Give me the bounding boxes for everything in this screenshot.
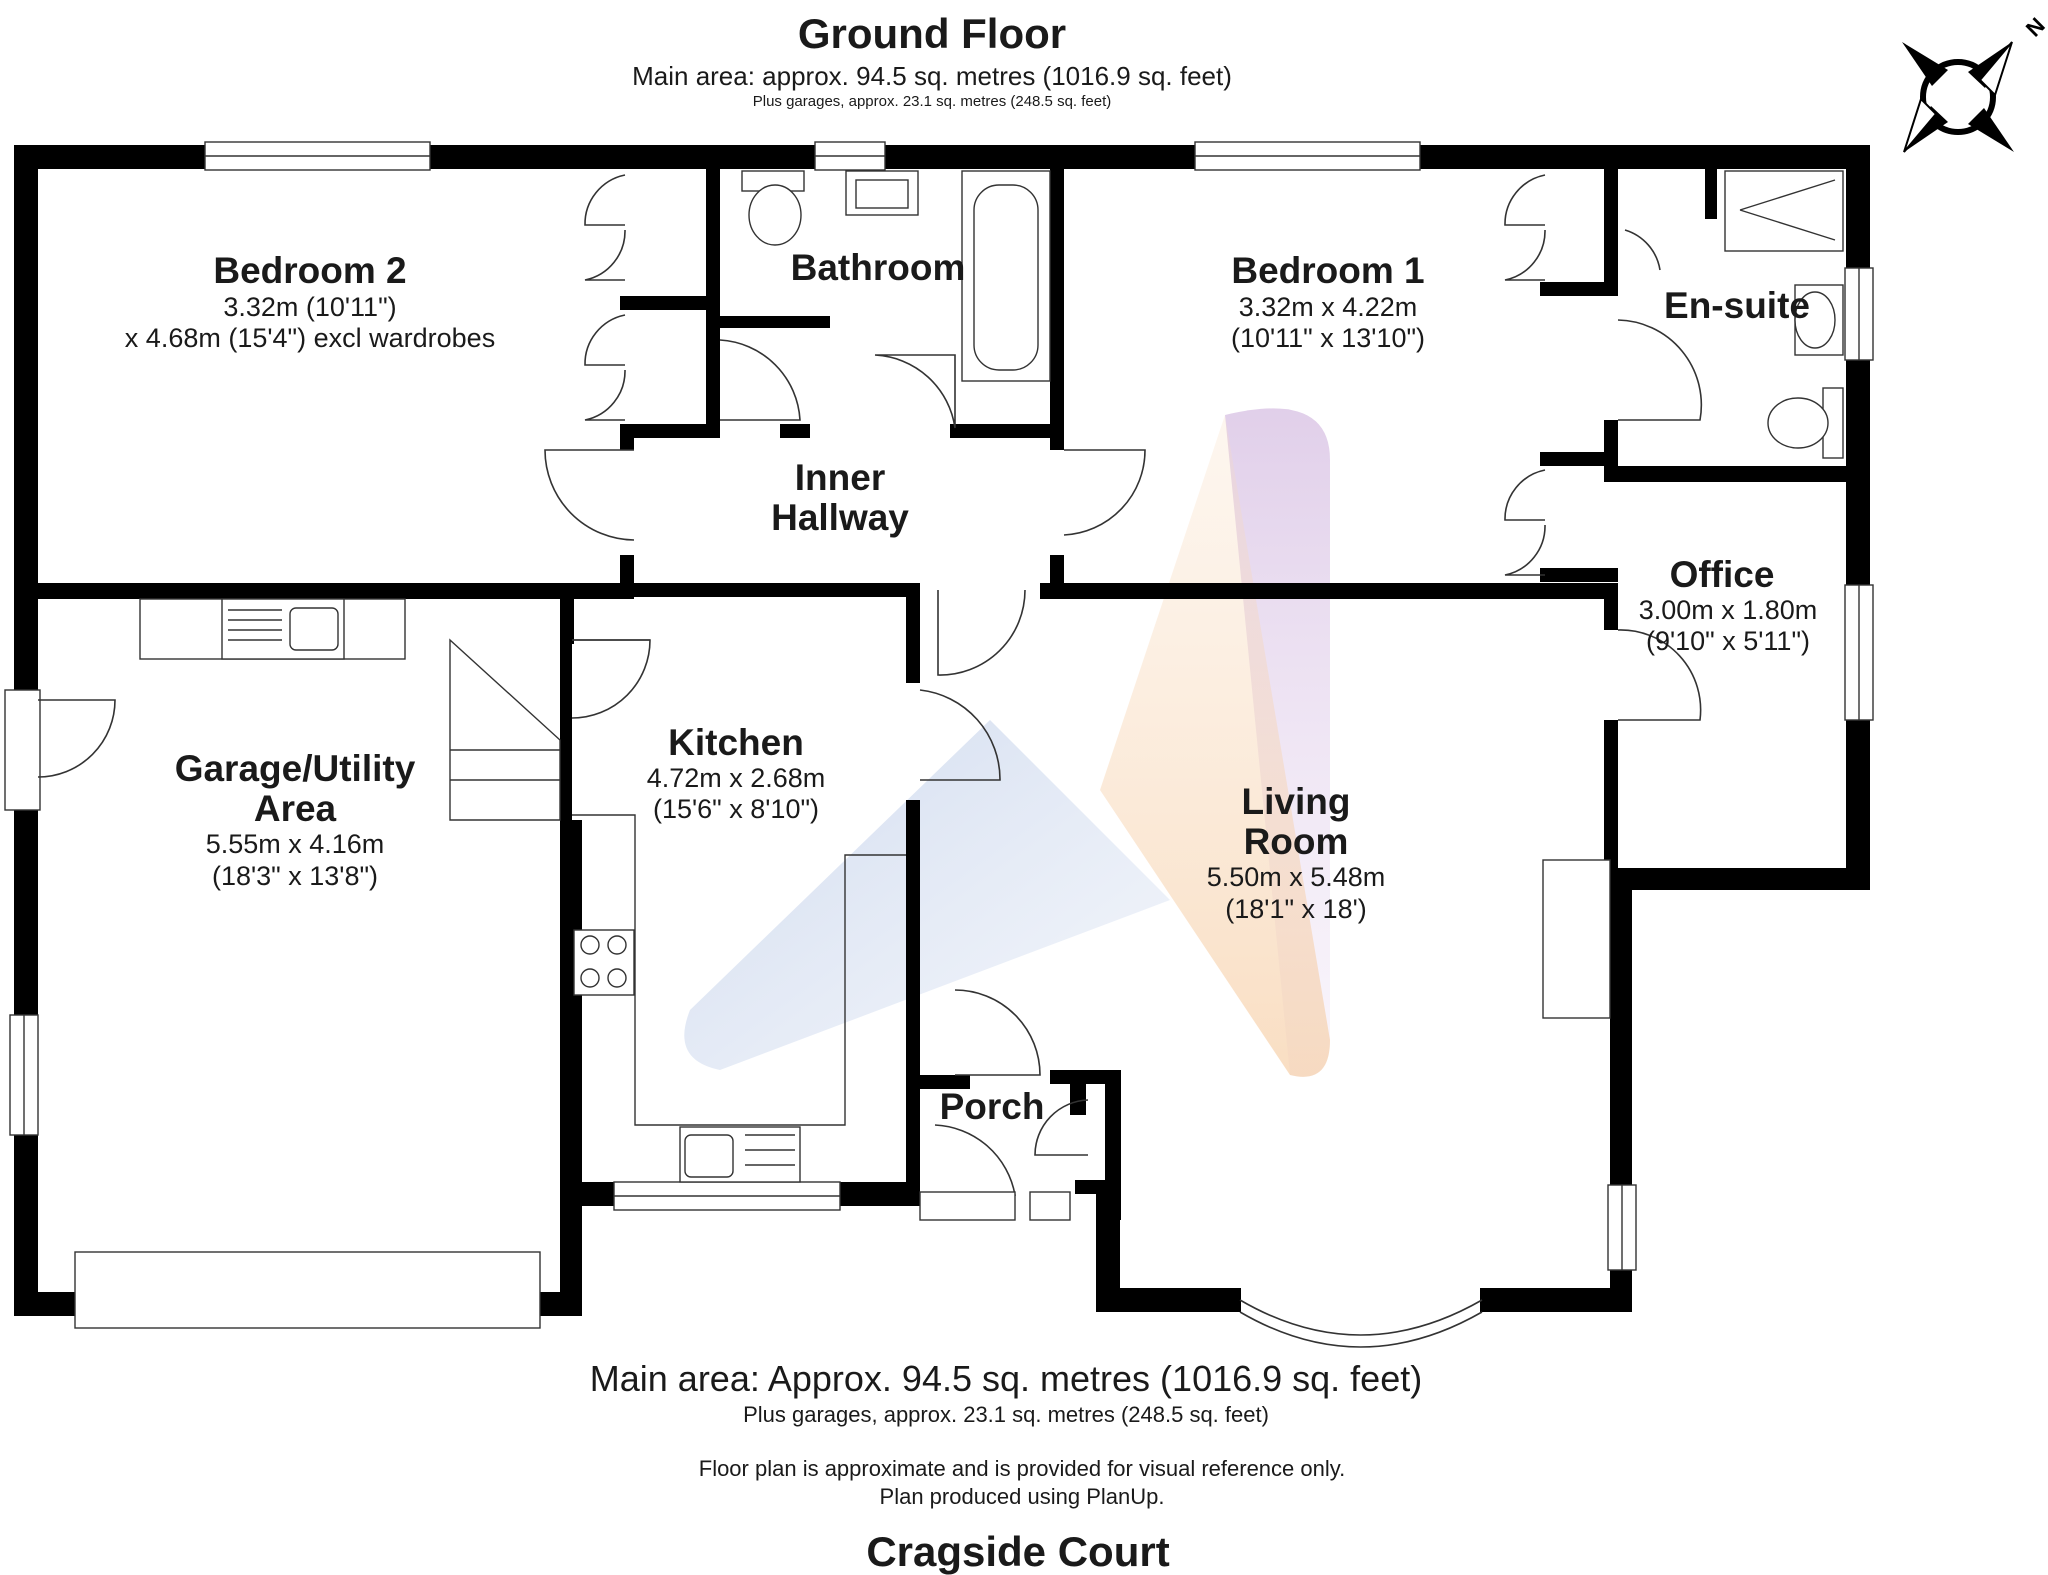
room-dim-kitchen-b: (15'6" x 8'10")	[653, 794, 819, 824]
room-name-en-suite: En-suite	[1664, 285, 1810, 326]
room-name-living-room: Living	[1242, 781, 1351, 822]
stairs-icon	[449, 638, 561, 821]
garages-area-footer: Plus garages, approx. 23.1 sq. metres (2…	[743, 1402, 1269, 1427]
property-name: Cragside Court	[866, 1528, 1169, 1575]
fixtures	[139, 170, 1844, 1183]
room-dim-living-room: 5.50m x 5.48m	[1207, 862, 1386, 892]
room-name-bedroom-2: Bedroom 2	[213, 250, 406, 291]
windows	[9, 141, 1874, 1348]
compass-north-label: N	[2021, 13, 2048, 42]
room-labels: Bedroom 2 3.32m (10'11") x 4.68m (15'4")…	[125, 247, 1818, 1127]
main-area-footer: Main area: Approx. 94.5 sq. metres (1016…	[590, 1358, 1422, 1399]
main-area-header: Main area: approx. 94.5 sq. metres (1016…	[632, 61, 1232, 91]
room-name-inner-hallway-b: Hallway	[771, 497, 909, 538]
room-name-bedroom-1: Bedroom 1	[1231, 250, 1424, 291]
room-dim-bedroom-2: 3.32m (10'11")	[223, 292, 396, 322]
room-name-inner-hallway: Inner	[795, 457, 885, 498]
watermark-logo	[684, 408, 1330, 1077]
plan-title: Ground Floor	[798, 10, 1066, 57]
room-name-kitchen: Kitchen	[668, 722, 804, 763]
room-dim-bedroom-2-b: x 4.68m (15'4") excl wardrobes	[125, 323, 495, 353]
room-name-porch: Porch	[940, 1086, 1045, 1127]
room-dim-garage: 5.55m x 4.16m	[206, 829, 385, 859]
room-dim-office-b: (9'10" x 5'11")	[1646, 626, 1810, 656]
disclaimer-text: Floor plan is approximate and is provide…	[699, 1456, 1345, 1481]
room-dim-office: 3.00m x 1.80m	[1639, 595, 1818, 625]
fireplace-icon	[1542, 859, 1611, 1019]
doors	[4, 174, 1703, 1221]
compass-icon: N	[1902, 13, 2048, 153]
garages-area-header: Plus garages, approx. 23.1 sq. metres (2…	[753, 93, 1112, 110]
room-name-bathroom: Bathroom	[791, 247, 966, 288]
room-dim-garage-b: (18'3" x 13'8")	[212, 861, 378, 891]
room-name-garage-b: Area	[254, 788, 337, 829]
room-name-office: Office	[1670, 554, 1775, 595]
room-dim-kitchen: 4.72m x 2.68m	[647, 763, 826, 793]
room-name-living-room-b: Room	[1244, 821, 1349, 862]
room-dim-bedroom-1: 3.32m x 4.22m	[1239, 292, 1418, 322]
room-name-garage: Garage/Utility	[175, 748, 416, 789]
produced-by-text: Plan produced using PlanUp.	[880, 1484, 1165, 1509]
room-dim-bedroom-1-b: (10'11" x 13'10")	[1231, 323, 1425, 353]
kitchen-counter	[572, 814, 906, 1126]
room-dim-living-room-b: (18'1" x 18')	[1225, 894, 1366, 924]
